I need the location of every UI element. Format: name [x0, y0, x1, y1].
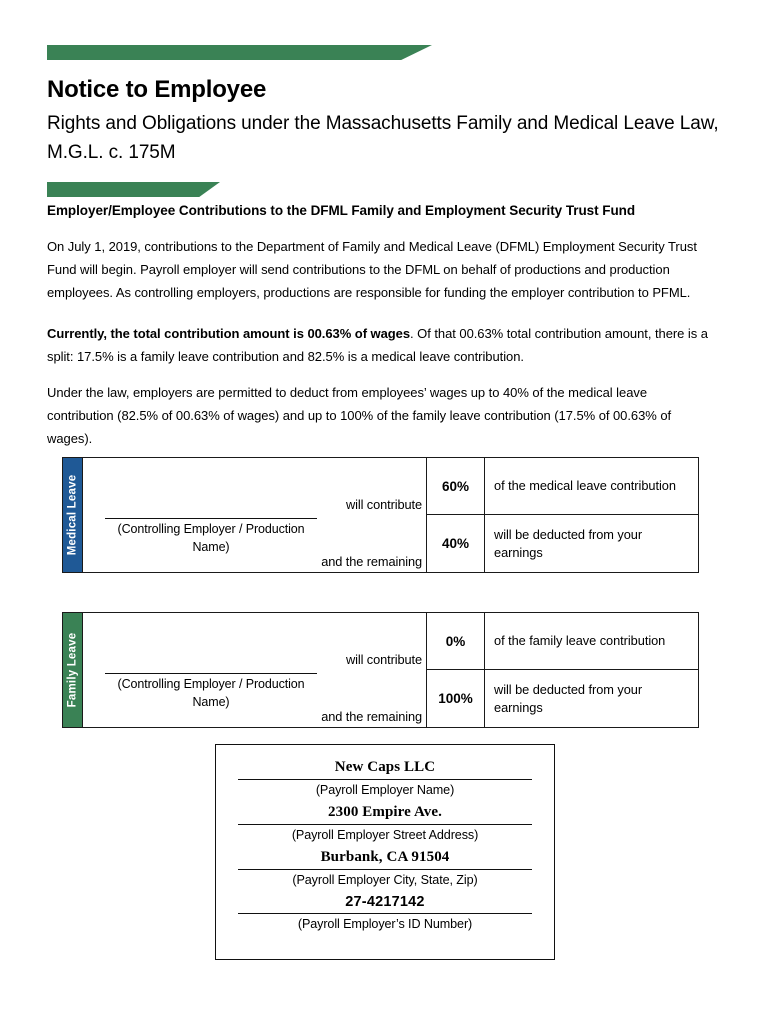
family-employer-name-inner: (Controlling Employer / Production Name)… [83, 613, 426, 727]
payroll-employer-name-field: New Caps LLC (Payroll Employer Name) [238, 759, 532, 804]
payroll-employer-name-label: (Payroll Employer Name) [315, 783, 455, 797]
page-title: Notice to Employee [47, 76, 267, 103]
payroll-employer-street-field: 2300 Empire Ave. (Payroll Employer Stree… [238, 804, 532, 849]
payroll-employer-id-label: (Payroll Employer’s ID Number) [297, 917, 473, 931]
family-connector-and-remaining: and the remaining [321, 709, 422, 724]
medical-employer-name-blank-line[interactable] [105, 518, 317, 519]
medical-percent-employee: 40% [441, 536, 470, 551]
family-leave-table-body: (Controlling Employer / Production Name)… [82, 613, 698, 727]
medical-leave-table: Medical Leave (Controlling Employer / Pr… [62, 457, 699, 573]
section-accent-bar [47, 182, 220, 197]
family-connector-will-contribute: will contribute [345, 652, 422, 667]
paragraph-contributions-intro: On July 1, 2019, contributions to the De… [47, 239, 697, 301]
payroll-employer-city-label: (Payroll Employer City, State, Zip) [292, 873, 478, 887]
medical-leave-table-body: (Controlling Employer / Production Name)… [82, 458, 698, 572]
medical-employer-name-inner: (Controlling Employer / Production Name)… [83, 458, 426, 572]
family-employer-name-cell: (Controlling Employer / Production Name)… [83, 613, 427, 727]
payroll-employer-city-field: Burbank, CA 91504 (Payroll Employer City… [238, 849, 532, 894]
medical-connector-will-contribute: will contribute [345, 497, 422, 512]
family-leave-vertical-label-text: Family Leave [66, 632, 79, 708]
medical-connector-column: will contribute and the remaining [296, 458, 426, 572]
section-heading: Employer/Employee Contributions to the D… [47, 203, 636, 218]
family-description-column: of the family leave contribution will be… [485, 613, 698, 727]
page-subtitle: Rights and Obligations under the Massach… [47, 113, 719, 163]
contribution-rate-bold: Currently, the total contribution amount… [47, 326, 411, 341]
family-percent-employee: 100% [438, 691, 473, 706]
family-connector-column: will contribute and the remaining [296, 613, 426, 727]
family-description-employer: of the family leave contribution [485, 613, 698, 670]
payroll-employer-name-value[interactable]: New Caps LLC [238, 759, 532, 780]
family-employer-name-blank-line[interactable] [105, 673, 317, 674]
paragraph-contribution-rate: Currently, the total contribution amount… [47, 322, 717, 368]
family-percent-employer: 0% [427, 613, 484, 670]
payroll-employer-street-value[interactable]: 2300 Empire Ave. [238, 804, 532, 825]
medical-percent-column: 60% 40% [427, 458, 485, 572]
family-percent-column: 0% 100% [427, 613, 485, 727]
family-employer-name-caption: (Controlling Employer / Production Name) [117, 677, 305, 710]
payroll-employer-street-label: (Payroll Employer Street Address) [291, 828, 479, 842]
paragraph-deduction-limits: Under the law, employers are permitted t… [47, 385, 672, 447]
medical-description-employee: will be deducted from your earnings [494, 527, 643, 560]
medical-connector-and-remaining: and the remaining [321, 554, 422, 569]
medical-description-employer: of the medical leave contribution [485, 458, 698, 515]
medical-employer-name-caption: (Controlling Employer / Production Name) [117, 522, 305, 555]
medical-leave-vertical-label: Medical Leave [63, 458, 82, 572]
payroll-employer-id-field: 27-4217142 (Payroll Employer’s ID Number… [238, 894, 532, 938]
payroll-employer-box: New Caps LLC (Payroll Employer Name) 230… [215, 744, 555, 960]
medical-description-column: of the medical leave contribution will b… [485, 458, 698, 572]
medical-leave-vertical-label-text: Medical Leave [66, 474, 79, 556]
family-description-employee: will be deducted from your earnings [494, 682, 643, 715]
payroll-employer-id-value[interactable]: 27-4217142 [238, 894, 532, 914]
medical-employer-name-cell: (Controlling Employer / Production Name)… [83, 458, 427, 572]
contribution-rate-rest: . Of that 00.63% total contribution amou… [47, 326, 708, 365]
payroll-employer-city-value[interactable]: Burbank, CA 91504 [238, 849, 532, 870]
header-accent-bar-top [47, 45, 432, 60]
medical-percent-employer: 60% [427, 458, 484, 515]
family-leave-table: Family Leave (Controlling Employer / Pro… [62, 612, 699, 728]
family-leave-vertical-label: Family Leave [63, 613, 82, 727]
